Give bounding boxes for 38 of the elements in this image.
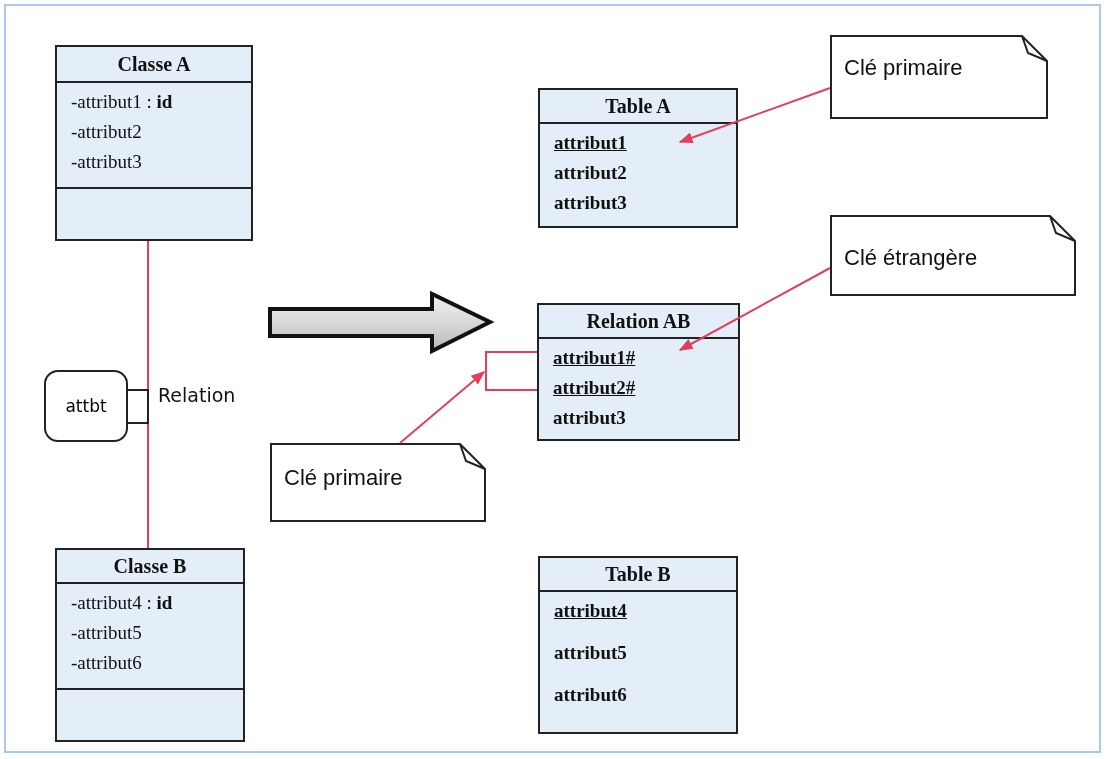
column-name: attribut2# [553, 376, 636, 400]
attribute-text: -attribut6 [71, 651, 142, 675]
note-text: Clé étrangère [844, 245, 978, 271]
arrow [678, 267, 831, 351]
attribute-text: -attribut4 : id [71, 591, 173, 615]
table-name: Relation AB [586, 310, 691, 332]
column-name: attribut6 [554, 683, 627, 707]
table-box [538, 556, 738, 734]
column-name: attribut2 [554, 161, 627, 185]
attribute-text: -attribut5 [71, 621, 142, 645]
class-name: Classe B [113, 555, 187, 577]
class-name: Classe A [117, 53, 191, 75]
column-name: attribut4 [554, 599, 627, 623]
note-box [830, 215, 1076, 296]
connector-line [127, 389, 149, 424]
table-name: Table B [605, 563, 671, 585]
table-name: Table A [605, 95, 671, 117]
association-class-box [44, 370, 128, 442]
class-box [55, 548, 245, 742]
column-name: attribut3 [554, 191, 627, 215]
column-name: attribut3 [553, 406, 626, 430]
note-text: Clé primaire [844, 55, 963, 81]
column-name: attribut5 [554, 641, 627, 665]
column-name: attribut1 [554, 131, 627, 155]
arrow [678, 87, 831, 143]
class-box [55, 45, 253, 241]
column-name: attribut1# [553, 346, 636, 370]
note-text: Clé primaire [284, 465, 403, 491]
note-box [270, 443, 486, 522]
table-box [538, 88, 738, 228]
association-class-name: attbt [65, 396, 107, 416]
attribute-text: -attribut1 : id [71, 90, 173, 114]
attribute-text: -attribut3 [71, 150, 142, 174]
association-line [147, 240, 149, 549]
note-box [830, 35, 1048, 119]
attribute-text: -attribut2 [71, 120, 142, 144]
arrow [399, 371, 486, 444]
table-box [537, 303, 740, 441]
